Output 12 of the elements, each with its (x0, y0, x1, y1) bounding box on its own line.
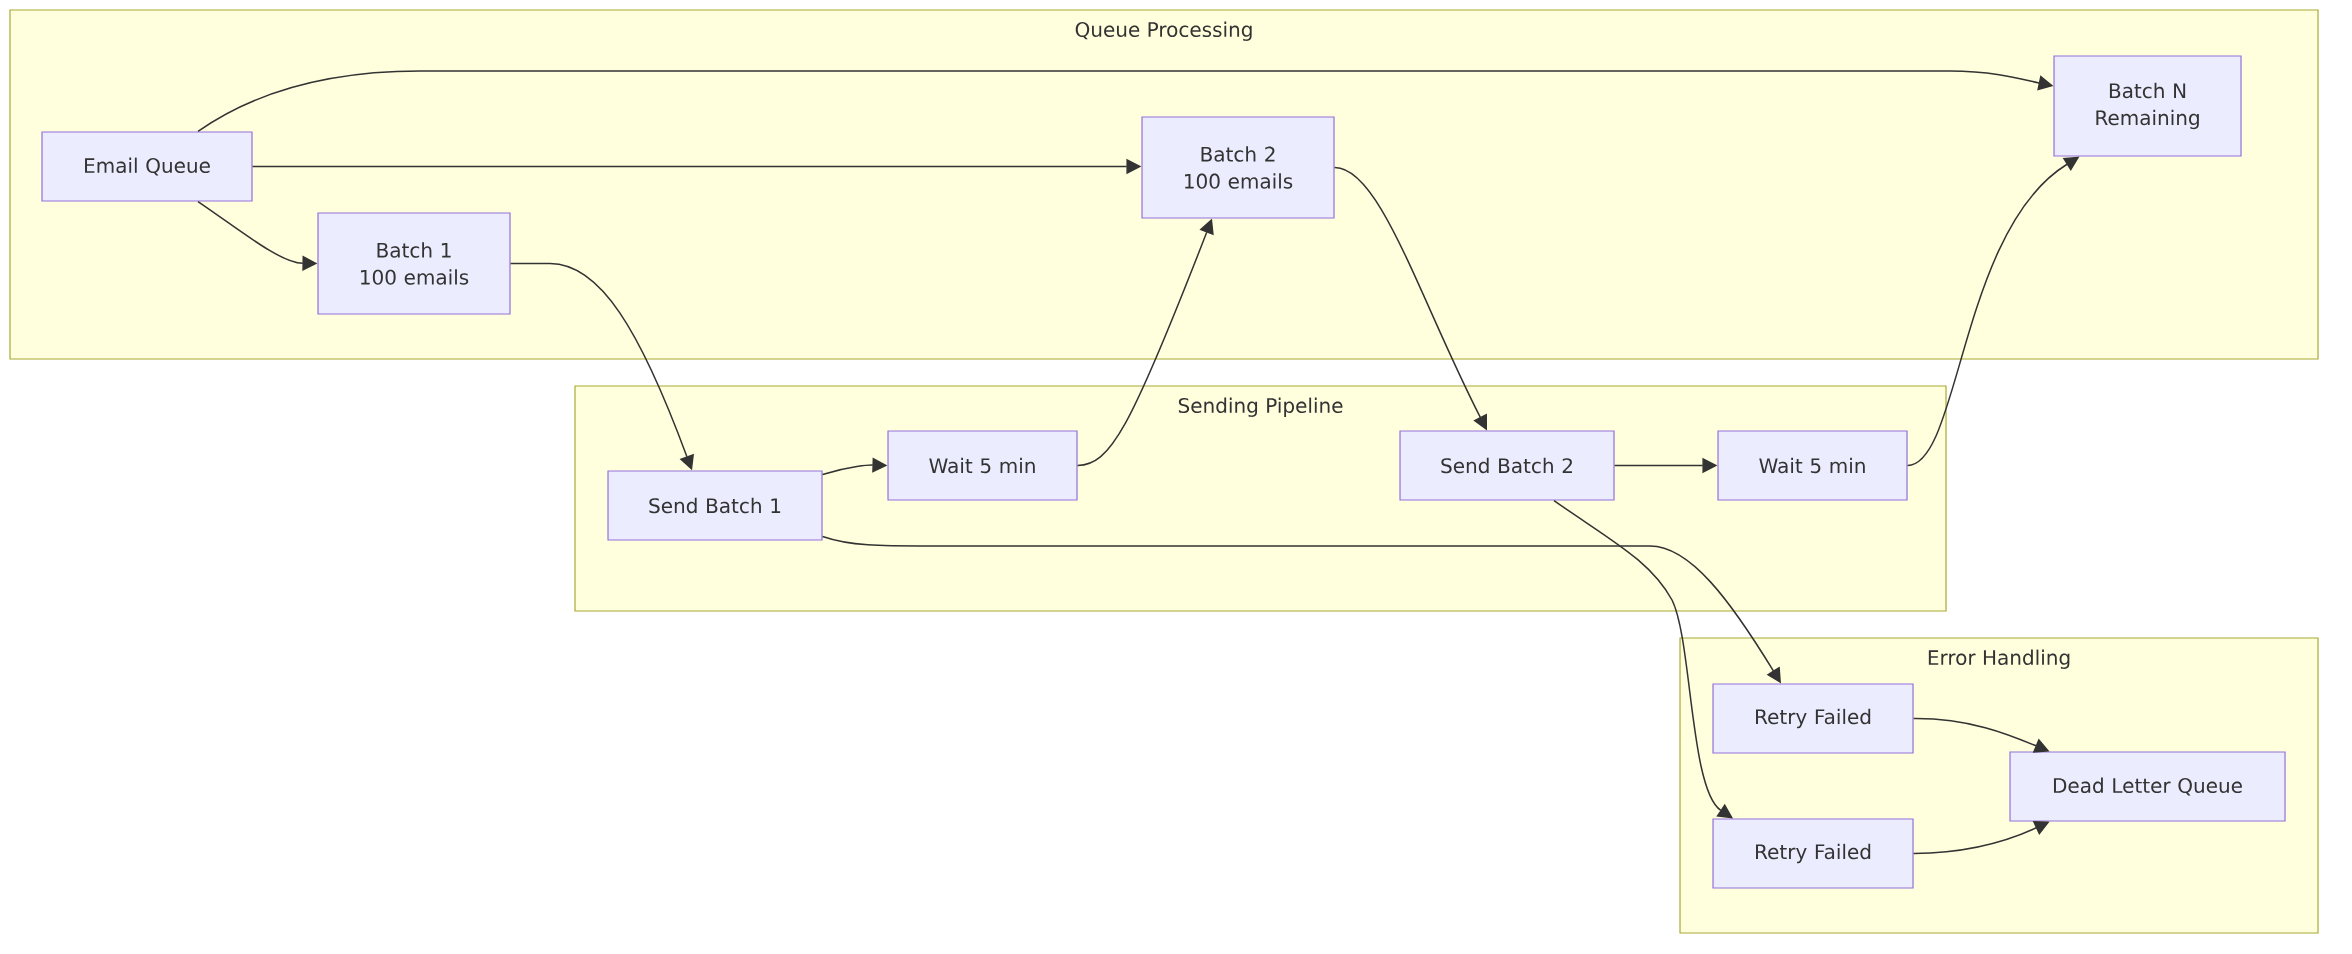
process-box: Retry Failed (1712, 683, 1914, 754)
process-box: Send Batch 2 (1399, 430, 1615, 501)
process-box: Dead Letter Queue (2009, 751, 2286, 822)
process-box: Email Queue (41, 131, 253, 202)
process-box: Batch 1 100 emails (317, 212, 511, 315)
process-box: Wait 5 min (887, 430, 1078, 501)
process-box: Wait 5 min (1717, 430, 1908, 501)
process-box: Batch N Remaining (2053, 55, 2242, 157)
arrow (1553, 499, 1733, 819)
process-box: Send Batch 1 (607, 470, 823, 541)
process-box: Retry Failed (1712, 818, 1914, 889)
process-box: Batch 2 100 emails (1141, 116, 1335, 219)
